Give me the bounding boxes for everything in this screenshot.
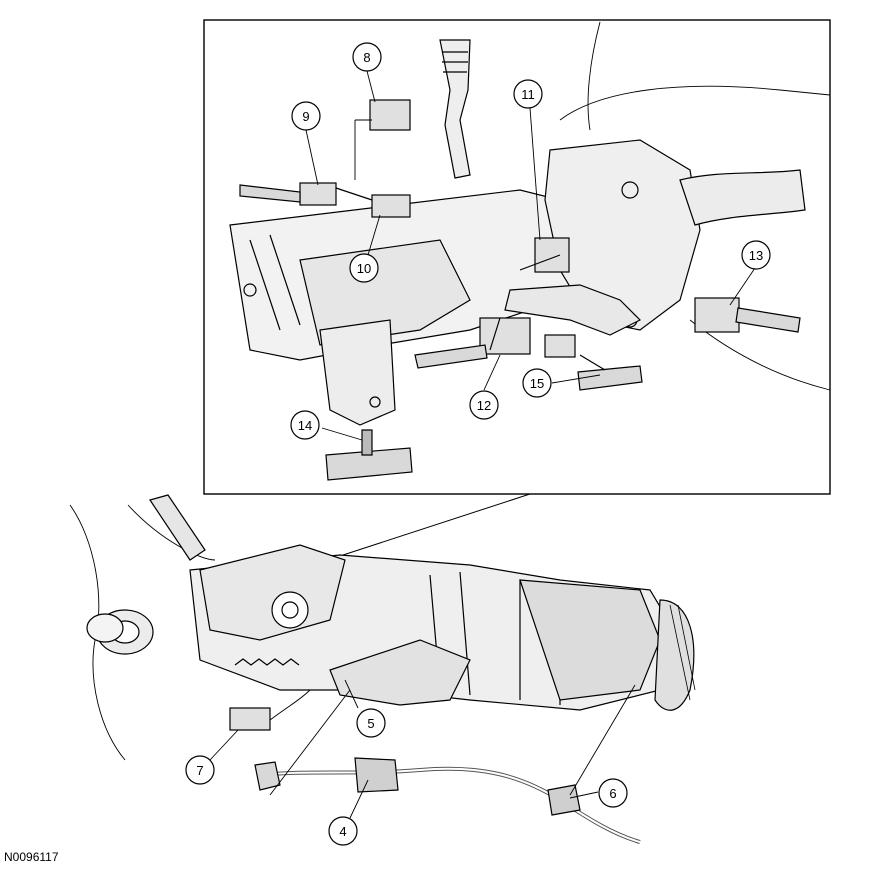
- wiper-stalk-base: [679, 169, 806, 226]
- callout-14: 14: [290, 410, 320, 440]
- callout-12-label: 12: [477, 398, 491, 413]
- callout-8: 8: [352, 42, 382, 72]
- connector-8: [369, 99, 411, 131]
- multifunction-switch-housing: [544, 139, 701, 331]
- connector-9: [299, 182, 337, 206]
- callout-13-label: 13: [749, 248, 763, 263]
- connector-15: [544, 334, 576, 358]
- detail-frame: [203, 19, 831, 495]
- column-body: [299, 239, 471, 346]
- callout-14-label: 14: [298, 418, 312, 433]
- callout-4-label: 4: [339, 824, 346, 839]
- leader-lines: [209, 679, 636, 819]
- flex-coupling: [654, 599, 695, 711]
- shroud-ribs: [249, 234, 301, 331]
- callout-10-label: 10: [357, 261, 371, 276]
- figure-id: N0096117: [4, 850, 59, 864]
- callout-4: 4: [328, 816, 358, 846]
- column-tube-ribs: [429, 571, 561, 705]
- key-bezel: [86, 613, 124, 643]
- callout-15-label: 15: [530, 376, 544, 391]
- callout-6: 6: [598, 778, 628, 808]
- callout-13: 13: [741, 240, 771, 270]
- dash-outline: [127, 504, 216, 561]
- connector-7: [229, 707, 271, 731]
- steering-shaft-upper: [149, 494, 206, 561]
- wire-leads: [335, 187, 606, 371]
- callout-12: 12: [469, 390, 499, 420]
- callout-15: 15: [522, 368, 552, 398]
- connector-12: [479, 317, 531, 355]
- shift-cable-inner: [264, 767, 641, 843]
- lever-arm: [504, 284, 642, 336]
- callout-8-label: 8: [363, 50, 370, 65]
- connector-10: [371, 194, 411, 218]
- dash-outline: [587, 21, 601, 131]
- ground-stud-14: [361, 429, 373, 456]
- column-shaded: [519, 579, 661, 701]
- callout-5-label: 5: [367, 716, 374, 731]
- callout-6-label: 6: [609, 786, 616, 801]
- tilt-mechanism: [199, 544, 346, 641]
- shift-cable: [264, 766, 641, 844]
- callout-7-label: 7: [196, 763, 203, 778]
- switch-stalk: [439, 39, 471, 179]
- callout-10: 10: [349, 253, 379, 283]
- spring: [234, 658, 300, 666]
- callout-7: 7: [185, 755, 215, 785]
- tilt-lever: [329, 639, 471, 706]
- dash-outline: [689, 319, 831, 391]
- connector-11: [534, 237, 570, 273]
- callout-11: 11: [513, 79, 543, 109]
- main-view: [69, 494, 696, 844]
- detail-inset: [203, 19, 831, 495]
- inset-pointer-line: [339, 493, 531, 557]
- callout-11-label: 11: [521, 87, 535, 102]
- leader-lines: [305, 70, 756, 441]
- wire-harness: [239, 184, 801, 481]
- bracket: [319, 319, 396, 426]
- callout-9-label: 9: [302, 109, 309, 124]
- connector-13: [694, 297, 740, 333]
- callout-9: 9: [291, 101, 321, 131]
- dash-outline: [559, 85, 831, 121]
- callouts: 8 9 10 11 13 15 12 14: [185, 42, 771, 846]
- callout-5: 5: [356, 708, 386, 738]
- cable-bracket: [354, 757, 399, 793]
- cable-clip: [547, 784, 581, 816]
- cable-end: [254, 761, 281, 791]
